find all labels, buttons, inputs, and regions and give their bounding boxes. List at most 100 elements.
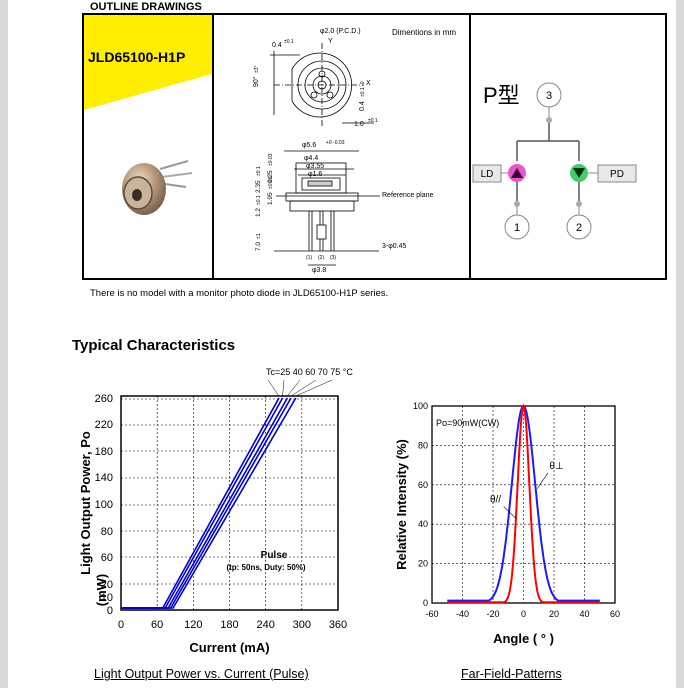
dim-04-side: 0.4 [359, 101, 366, 111]
pins-phi-label: 3-φ0.45 [382, 243, 406, 250]
chart1-y-tick-label: 260 [95, 393, 113, 405]
product-photo [122, 160, 193, 215]
chart1-series-leader-70 [290, 379, 317, 397]
chart1-x-tick-label: 240 [256, 619, 274, 631]
axis-x-label: X [366, 80, 371, 87]
chart1-annotation-sub: (tp: 50ns, Duty: 50%) [226, 563, 305, 572]
chart2-x-tick-label: -60 [425, 609, 438, 619]
chart1-x-tick-label: 0 [118, 619, 124, 631]
pin-label-3: (3) [330, 255, 336, 261]
chart2-x-axis-title: Angle ( ° ) [493, 631, 554, 646]
chart1-y-tick-label: 140 [95, 472, 113, 484]
chart1-y-tick-label: 220 [95, 419, 113, 431]
svg-text:±1: ±1 [256, 233, 262, 239]
dim-025: 0.25 [267, 170, 274, 183]
chart2-y-tick-label: 40 [418, 519, 428, 529]
pcd-label: φ2.0 (P.C.D.) [320, 28, 361, 35]
model-name: JLD65100-H1P [88, 49, 186, 65]
chart1-x-tick-label: 360 [329, 619, 347, 631]
dim-10: 1.0 [354, 121, 364, 128]
outline-drawings-heading: OUTLINE DRAWINGS [90, 1, 202, 13]
chart1-y-tick-label: 100 [95, 499, 113, 511]
chart2-y-tick-label: 80 [418, 440, 428, 450]
pin3-label: 3 [546, 90, 552, 102]
chart1-x-tick-label: 120 [184, 619, 202, 631]
outline-drawing: Dimentions in mm φ2.0 (P.C.D.) Y 0.4 ±0.… [252, 28, 456, 274]
svg-text:±0.1: ±0.1 [368, 118, 378, 124]
dim-phi56: φ5.6 [302, 142, 316, 149]
chart1-series-leader-75 [295, 379, 333, 397]
chart1-y-axis-title: Light Output Power, Po [78, 431, 93, 575]
svg-text:±0.1 -0: ±0.1 -0 [360, 81, 366, 97]
pin-diagram: P型 3 LD PD 1 [472, 82, 637, 240]
svg-text:±0.1: ±0.1 [284, 39, 294, 45]
chart1-series-leader-25 [267, 379, 280, 397]
svg-text:±3°: ±3° [254, 65, 260, 73]
dim-phi44: φ4.4 [304, 155, 318, 162]
chart1-temperature-label: Tc=25 40 60 70 75 °C [266, 367, 353, 377]
svg-text:±0.03: ±0.03 [268, 153, 274, 166]
pin2-label: 2 [576, 222, 582, 234]
pd-label: PD [610, 169, 624, 180]
chart2-series-leader-perp [536, 472, 549, 489]
divider-left [212, 15, 214, 280]
pin2-circle [566, 214, 592, 240]
dim-phi16: φ1.6 [308, 171, 322, 178]
pin1-circle [504, 214, 530, 240]
chart2-condition-label: Po=90mW(CW) [436, 418, 499, 428]
svg-text:±0.08: ±0.08 [268, 176, 274, 189]
pd-tag [597, 164, 637, 183]
chart1-y-axis-unit: (mW) [94, 574, 109, 607]
ld-label: LD [481, 169, 494, 180]
chart1-x-tick-label: 300 [293, 619, 311, 631]
dimension-note: Dimentions in mm [392, 28, 456, 37]
pin1-label: 1 [514, 222, 520, 234]
chart1-y-tick-label: 180 [95, 446, 113, 458]
chart2-series-label-perp: θ⊥ [549, 461, 563, 472]
dim-12: 1.2 [255, 208, 262, 217]
divider-right [469, 15, 471, 280]
chart1-series-leader-60 [287, 379, 301, 397]
dim-195: 1.95 [267, 192, 274, 205]
chart2-series-line-para [447, 403, 600, 604]
chart2-x-tick-label: 60 [610, 609, 620, 619]
chart1-plot-area [120, 395, 339, 611]
chart1-x-axis-title: Current (mA) [189, 640, 269, 655]
chart2-x-tick-label: 20 [549, 609, 559, 619]
dim-90: 90° [252, 76, 260, 87]
chart1-x-tick-label: 180 [220, 619, 238, 631]
chart1-caption: Light Output Power vs. Current (Pulse) [94, 667, 309, 681]
axis-y-label: Y [328, 38, 333, 45]
reference-plane-label: Reference plane [382, 192, 433, 199]
chart1-y-tick-label: 80 [101, 526, 113, 538]
chart2-x-tick-label: 40 [579, 609, 589, 619]
chart1-y-tick-label: 60 [101, 552, 113, 564]
chart1-x-tick-label: 60 [151, 619, 163, 631]
chart2-series-leader-para [503, 506, 517, 519]
chart1-y-tick-label: 0 [107, 605, 113, 617]
chart2-y-tick-label: 0 [423, 598, 428, 608]
dim-04-top: 0.4 [272, 42, 282, 49]
chart1-series-leader-40 [282, 379, 285, 397]
chart2-x-tick-label: 0 [521, 609, 526, 619]
chart1-y-tick-label: 20 [101, 579, 113, 591]
chart2-y-tick-label: 20 [418, 559, 428, 569]
chart2-y-axis-title: Relative Intensity (%) [394, 439, 409, 570]
chart2-y-tick-label: 60 [418, 480, 428, 490]
type-label: P型 [483, 83, 520, 108]
chart2-x-tick-label: -20 [486, 609, 499, 619]
chart2-caption: Far-Field-Patterns [461, 667, 562, 681]
chart2-series-label-para: θ// [490, 495, 501, 506]
outline-frame: JLD65100-H1P Dimentions in mm φ2.0 (P.C.… [82, 13, 667, 280]
chart1-y-tick-label: 10 [101, 592, 113, 604]
dim-235: 2.35 [255, 180, 262, 193]
svg-text:+0 -0.03: +0 -0.03 [326, 140, 345, 146]
chart1-annotation-title: Pulse [261, 550, 288, 561]
chart1-series-line-75 [121, 397, 297, 609]
series-note: There is no model with a monitor photo d… [90, 288, 389, 299]
pin-label-2: (2) [318, 255, 324, 261]
chart2-y-tick-label: 100 [413, 401, 428, 411]
section-title: Typical Characteristics [72, 337, 236, 354]
